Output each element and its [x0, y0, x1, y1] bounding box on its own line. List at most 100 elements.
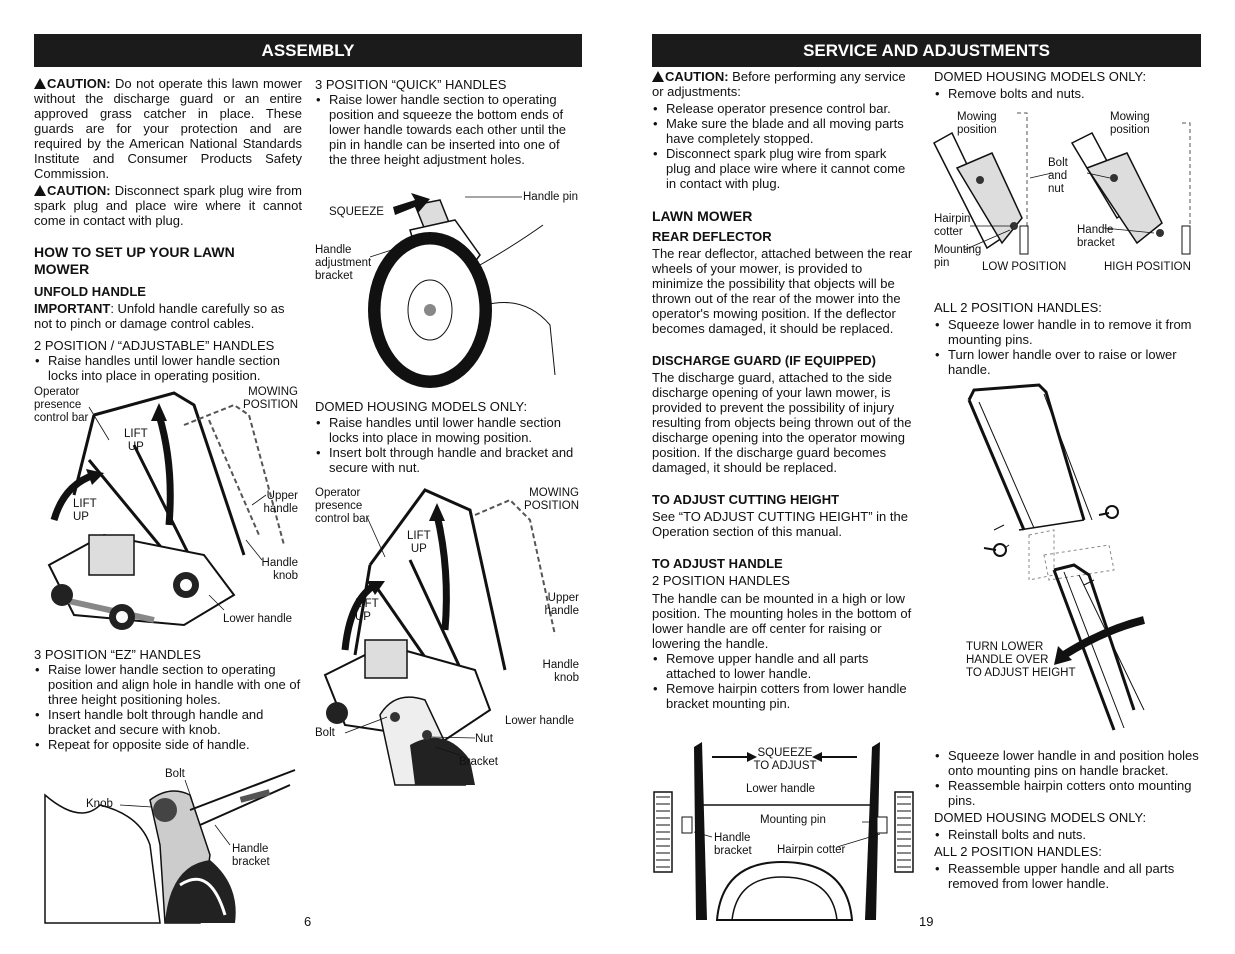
low-position-label: LOW POSITION [982, 261, 1067, 273]
list-item: Raise lower handle section to operating … [316, 92, 579, 167]
all-two-position-section: ALL 2 POSITION HANDLES: Squeeze lower ha… [934, 300, 1202, 377]
lower-handle-label: Lower handle [223, 613, 293, 625]
warning-triangle-icon [652, 71, 664, 82]
list-item: Remove upper handle and all parts attach… [653, 651, 914, 681]
important-text: : Unfold handle carefully so as not to p… [34, 301, 285, 331]
turn-lower-handle-label: TURN LOWER HANDLE OVER TO ADJUST HEIGHT [966, 641, 1076, 679]
discharge-heading: DISCHARGE GUARD (IF EQUIPPED) [652, 353, 876, 368]
high-low-position-illustration: Mowing position Mowing position Bolt and… [932, 108, 1202, 278]
service-column-1: CAUTION: Before performing any service o… [652, 69, 914, 711]
unfold-heading: UNFOLD HANDLE [34, 284, 146, 299]
three-ez-title: 3 POSITION “EZ” HANDLES [34, 647, 201, 662]
mowing-position-label: MOWING POSITION [243, 386, 298, 411]
domed-housing-section: DOMED HOUSING MODELS ONLY: Raise handles… [315, 399, 583, 475]
all2-list: Squeeze lower handle in to remove it fro… [934, 317, 1202, 377]
list-item: Release operator presence control bar. [653, 101, 914, 116]
ez-handle-illustration: Bolt Knob Handle bracket [40, 765, 302, 924]
mowing-position-label: Mowing position [957, 111, 997, 136]
caution-text: Do not operate this lawn mower without t… [34, 76, 302, 181]
upper-handle-label: Upper handle [263, 490, 298, 515]
handle-pin-label: Handle pin [523, 191, 578, 203]
lift-up-label: LIFT UP [407, 530, 431, 555]
adjustment-bracket-label: Handle adjustment bracket [315, 244, 372, 282]
lower-handle-label: Lower handle [746, 783, 816, 795]
operator-bar-label: Operator presence control bar [34, 386, 89, 424]
lift-up-label: LIFT UP [124, 428, 148, 453]
hairpin-cotter-label: Hairpin cotter [777, 844, 846, 856]
three-ez-list: Raise lower handle section to operating … [34, 662, 302, 752]
page-number-left: 6 [304, 914, 312, 929]
mowing-position-label: Mowing position [1110, 111, 1150, 136]
important-note: IMPORTANT: Unfold handle carefully so as… [34, 301, 302, 331]
assembly-column-1: CAUTION: Do not operate this lawn mower … [34, 76, 302, 383]
warning-triangle-icon [34, 185, 46, 196]
two-position-list: Remove upper handle and all parts attach… [652, 651, 914, 711]
caution-paragraph-1: CAUTION: Do not operate this lawn mower … [34, 76, 302, 181]
caution-label: CAUTION: [665, 69, 729, 84]
list-item: Make sure the blade and all moving parts… [653, 116, 914, 146]
warning-triangle-icon [34, 78, 46, 89]
squeeze-to-adjust-label: SQUEEZE TO ADJUST [753, 747, 817, 772]
lift-up-label: LIFT UP [73, 498, 97, 523]
lawn-mower-heading: LAWN MOWER [652, 208, 753, 224]
important-label: IMPORTANT [34, 301, 111, 316]
domed2-title: DOMED HOUSING MODELS ONLY: [934, 810, 1147, 825]
all2b-title: ALL 2 POSITION HANDLES: [934, 844, 1102, 859]
rear-deflector-heading: REAR DEFLECTOR [652, 229, 772, 244]
mounting-pin-label: Mounting pin [934, 244, 982, 269]
hairpin-cotter-label: Hairpin cotter [934, 213, 971, 238]
domed-title: DOMED HOUSING MODELS ONLY: [315, 399, 528, 414]
caution-label: CAUTION: [47, 183, 111, 198]
lower-handle-bracket-drawing [653, 742, 914, 921]
mounting-pin-label: Mounting pin [760, 814, 826, 826]
caution-paragraph: CAUTION: Before performing any service o… [652, 69, 914, 99]
turn-handle-illustration: TURN LOWER HANDLE OVER TO ADJUST HEIGHT [934, 380, 1202, 740]
final-list: Squeeze lower handle in and position hol… [934, 748, 1202, 808]
two-position-text: The handle can be mounted in a high or l… [652, 591, 912, 651]
domed-mower-drawing [323, 488, 556, 786]
mower-handle-drawing [47, 391, 285, 630]
setup-heading-line: HOW TO SET UP YOUR LAWN [34, 244, 235, 260]
list-item: Insert handle bolt through handle and br… [35, 707, 302, 737]
caution-label: CAUTION: [47, 76, 111, 91]
position-brackets-drawing [933, 112, 1191, 255]
domed-list: Remove bolts and nuts. [934, 86, 1202, 101]
handle-bracket-label: Handle bracket [714, 832, 752, 857]
all2-title: ALL 2 POSITION HANDLES: [934, 300, 1102, 315]
lift-up-label: LIFT UP [355, 598, 379, 623]
setup-heading: HOW TO SET UP YOUR LAWN MOWER [34, 244, 302, 278]
cutting-height-heading: TO ADJUST CUTTING HEIGHT [652, 492, 840, 507]
list-item: Reinstall bolts and nuts. [935, 827, 1202, 842]
mowing-position-label: MOWING POSITION [524, 487, 579, 512]
operator-bar-label: Operator presence control bar [315, 487, 370, 525]
cutting-height-text: See “TO ADJUST CUTTING HEIGHT” in the Op… [652, 509, 908, 539]
adjust-handle-heading: TO ADJUST HANDLE [652, 556, 783, 571]
service-header: SERVICE AND ADJUSTMENTS [652, 34, 1201, 67]
list-item: Turn lower handle over to raise or lower… [935, 347, 1202, 377]
discharge-text: The discharge guard, attached to the sid… [652, 370, 912, 475]
caution-text: Disconnect spark plug wire from spark pl… [34, 183, 302, 228]
nut-label: Nut [475, 733, 493, 745]
all2b-list: Reassemble upper handle and all parts re… [934, 861, 1202, 891]
knob-label: Knob [86, 798, 113, 810]
high-position-label: HIGH POSITION [1104, 261, 1191, 273]
bolt-label: Bolt [315, 727, 335, 739]
assembly-header: ASSEMBLY [34, 34, 582, 67]
caution-list: Release operator presence control bar. M… [652, 101, 914, 191]
squeeze-label: SQUEEZE [329, 206, 384, 218]
upper-handle-label: Upper handle [544, 592, 579, 617]
list-item: Repeat for opposite side of handle. [35, 737, 302, 752]
handle-bracket-label: Handle bracket [232, 843, 270, 868]
list-item: Raise handles until lower handle section… [35, 353, 302, 383]
list-item: Squeeze lower handle in to remove it fro… [935, 317, 1202, 347]
rear-deflector-text: The rear deflector, attached between the… [652, 246, 913, 336]
handle-knob-label: Handle knob [542, 659, 579, 684]
list-item: Remove bolts and nuts. [935, 86, 1202, 101]
list-item: Squeeze lower handle in and position hol… [935, 748, 1202, 778]
list-item: Remove hairpin cotters from lower handle… [653, 681, 914, 711]
quick-handle-illustration: Handle pin SQUEEZE Handle adjustment bra… [315, 185, 583, 388]
domed-title: DOMED HOUSING MODELS ONLY: [934, 69, 1147, 84]
handle-bracket-label: Handle bracket [1077, 224, 1115, 249]
list-item: Disconnect spark plug wire from spark pl… [653, 146, 914, 191]
caution-paragraph-2: CAUTION: Disconnect spark plug wire from… [34, 183, 302, 228]
